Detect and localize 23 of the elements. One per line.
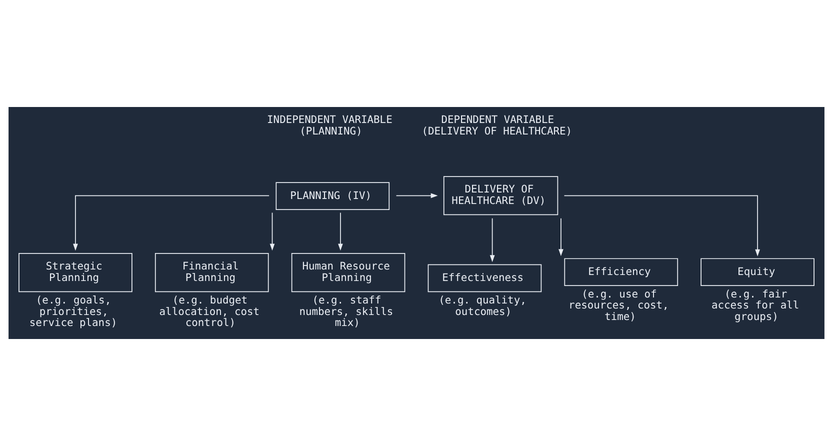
label: INDEPENDENT VARIABLE (PLANNING) xyxy=(267,114,392,137)
node-box: PLANNING (IV) xyxy=(276,182,390,210)
arrow xyxy=(564,194,760,256)
node-label: (e.g. staff numbers, skills mix) xyxy=(299,294,394,329)
arrow xyxy=(558,217,564,256)
node-box: Strategic Planning xyxy=(18,252,132,292)
label: DEPENDENT VARIABLE (DELIVERY OF HEALTHCARE) xyxy=(422,114,572,137)
arrow xyxy=(270,212,275,250)
node-box: Financial Planning xyxy=(154,252,269,292)
arrow xyxy=(396,192,438,198)
node-box: Effectiveness xyxy=(428,264,542,292)
node-box: Equity xyxy=(700,258,814,286)
node-label: (e.g. quality, outcomes) xyxy=(438,294,526,318)
node-box: Efficiency xyxy=(564,258,678,286)
node-box: DELIVERY OF HEALTHCARE (DV) xyxy=(443,176,558,215)
node-label: (e.g. use of resources, cost, time) xyxy=(568,288,669,322)
node-label: (e.g. goals, priorities, service plans) xyxy=(29,294,118,329)
node-label: (e.g. fair access for all groups) xyxy=(711,288,800,322)
node-box: Human Resource Planning xyxy=(291,252,406,292)
arrow xyxy=(338,212,343,250)
arrow xyxy=(73,194,270,250)
node-label: (e.g. budget allocation, cost control) xyxy=(159,294,260,329)
arrow xyxy=(490,217,495,262)
